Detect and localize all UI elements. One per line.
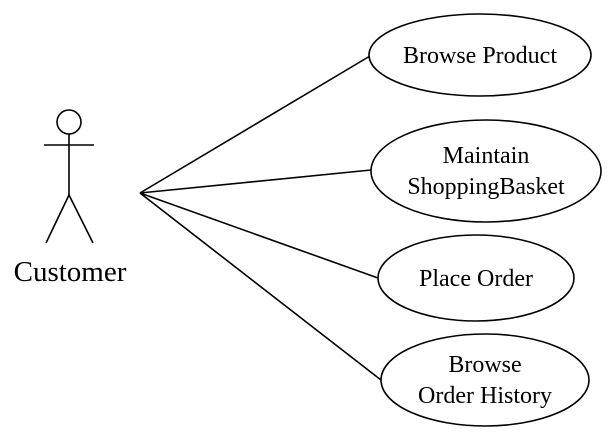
use-case-ellipse [370, 119, 602, 223]
actor-label: Customer [14, 256, 127, 288]
use-case-ellipse [380, 333, 590, 427]
association-place-order [139, 192, 379, 279]
use-case-label: Browse Product [403, 43, 557, 69]
use-case-label-line-1: Browse [448, 352, 521, 378]
use-case-label-line-2: ShoppingBasket [407, 174, 565, 200]
actor-stick-figure [44, 109, 94, 244]
actor-head [56, 109, 82, 135]
use-case-browse-order-history: Browse Order History [380, 333, 590, 427]
use-case-ellipse [377, 234, 575, 322]
associations [139, 55, 382, 381]
use-case-label: Place Order [419, 266, 533, 292]
use-case-label-line-1: Maintain [443, 143, 530, 169]
use-case-maintain-shopping-basket: Maintain ShoppingBasket [370, 119, 602, 223]
association-browse-order-history [139, 192, 382, 381]
use-case-ellipse [368, 13, 592, 97]
actor-right-leg [68, 194, 94, 244]
use-case-label-line-2: Order History [418, 383, 552, 409]
use-case-browse-product: Browse Product [368, 13, 592, 97]
use-case-place-order: Place Order [377, 234, 575, 322]
actor-left-leg [45, 194, 70, 244]
association-browse-product [139, 55, 371, 194]
association-maintain-basket [139, 169, 372, 194]
